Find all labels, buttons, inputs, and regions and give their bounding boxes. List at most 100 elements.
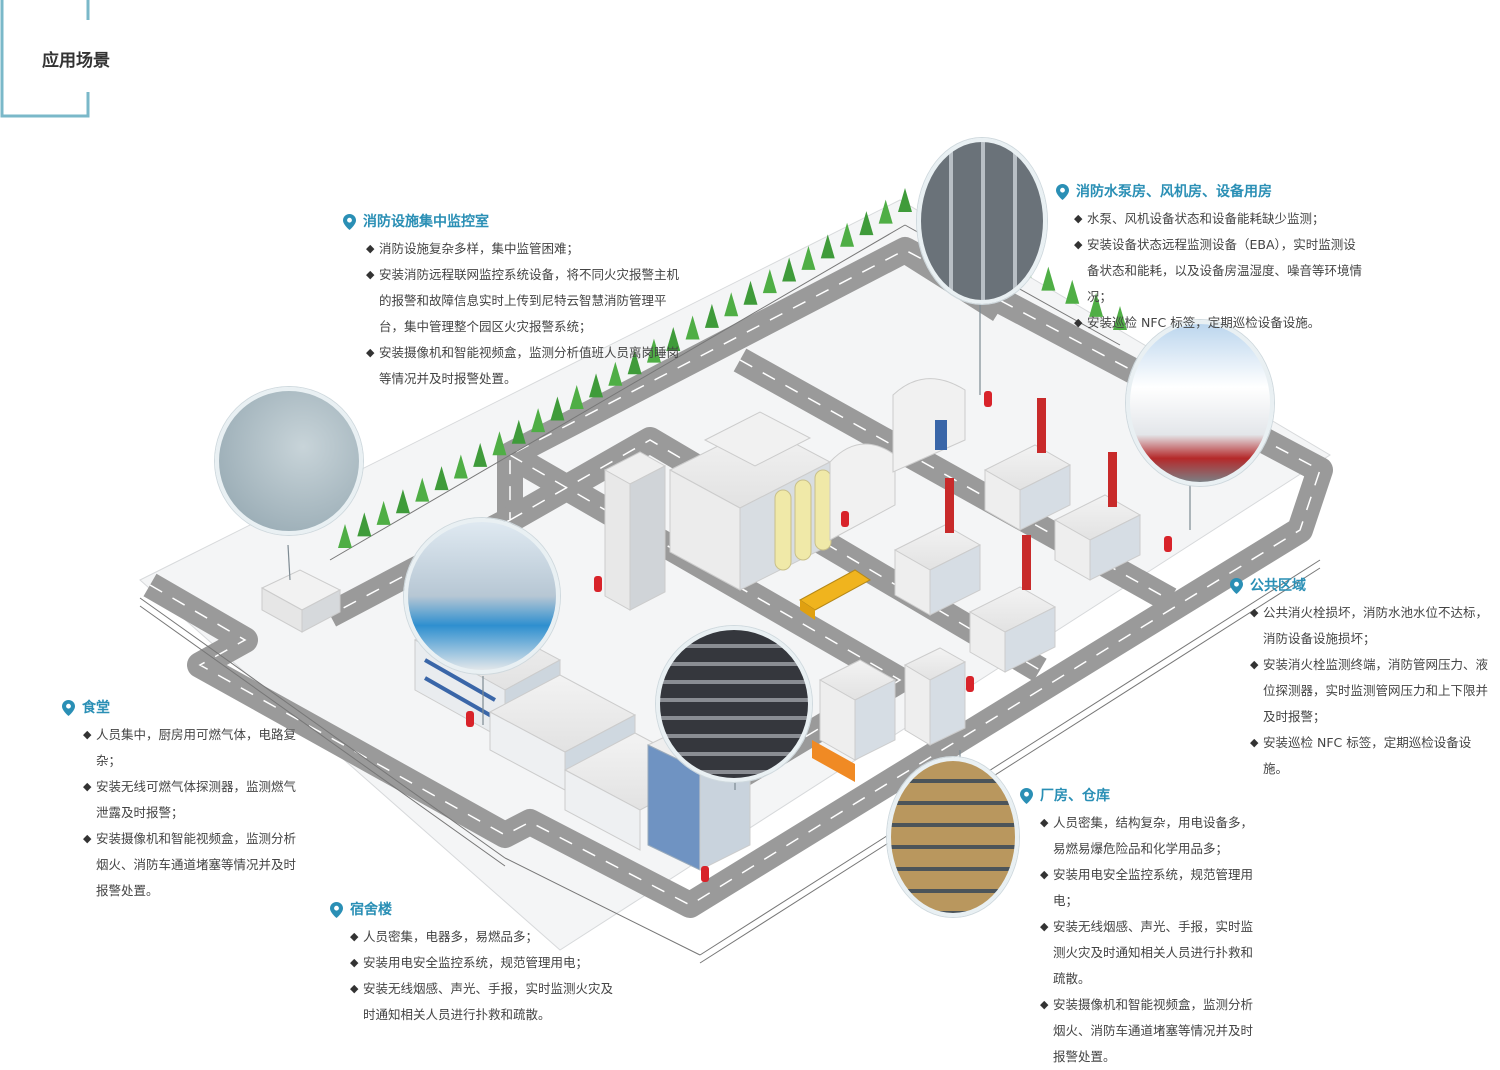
tree bbox=[511, 419, 526, 444]
tree bbox=[782, 257, 797, 282]
callout-pump-room-heading: 消防水泵房、风机房、设备用房 bbox=[1056, 178, 1366, 206]
list-item: ◆安装无线可燃气体探测器，监测燃气泄露及时报警； bbox=[83, 779, 297, 820]
tree bbox=[1089, 292, 1104, 317]
callout-list: ◆人员集中，厨房用可燃气体，电路复杂； ◆安装无线可燃气体探测器，监测燃气泄露及… bbox=[62, 722, 297, 904]
list-item: ◆安装巡检 NFC 标签，定期巡检设备设施。 bbox=[1250, 735, 1472, 776]
location-pin-icon bbox=[330, 902, 343, 918]
callout-public-area-heading: 公共区域 bbox=[1230, 572, 1492, 600]
callout-warehouse: 厂房、仓库 ◆人员密集，结构复杂，用电设备多，易燃易爆危险品和化学用品多； ◆安… bbox=[1020, 782, 1260, 1070]
tree bbox=[1065, 279, 1080, 304]
tanker-truck bbox=[799, 569, 871, 620]
list-item: ◆安装无线烟感、声光、手报，实时监测火灾及时通知相关人员进行扑救和疏散。 bbox=[350, 981, 614, 1022]
workshop-1 bbox=[893, 478, 982, 616]
list-item: ◆安装无线烟感、声光、手报，实时监测火灾及时通知相关人员进行扑救和疏散。 bbox=[1040, 919, 1254, 986]
fire-hydrant bbox=[984, 391, 992, 407]
public-area-photo bbox=[1126, 320, 1274, 486]
callout-canteen: 食堂 ◆人员集中，厨房用可燃气体，电路复杂； ◆安装无线可燃气体探测器，监测燃气… bbox=[62, 694, 297, 904]
page-title: 应用场景 bbox=[42, 51, 110, 71]
location-pin-icon bbox=[1230, 578, 1243, 594]
office-block-1 bbox=[812, 659, 897, 782]
tree bbox=[589, 373, 604, 398]
callout-control-room: 消防设施集中监控室 ◆消防设施复杂多样，集中监管困难； ◆安装消防远程联网监控系… bbox=[343, 208, 688, 392]
guard-house bbox=[260, 569, 342, 633]
callout-list: ◆人员密集，结构复杂，用电设备多，易燃易爆危险品和化学用品多； ◆安装用电安全监… bbox=[1020, 810, 1260, 1070]
list-item: ◆安装摄像机和智能视频盒，监测分析值班人员离岗睡岗等情况并及时报警处置。 bbox=[366, 345, 680, 386]
tree bbox=[1041, 266, 1056, 291]
tree bbox=[395, 489, 410, 514]
tree bbox=[473, 442, 488, 467]
fire-hydrant bbox=[966, 676, 974, 692]
location-pin-icon bbox=[62, 700, 75, 716]
list-item: ◆水泵、风机设备状态和设备能耗缺少监测； bbox=[1074, 211, 1325, 226]
tree bbox=[1113, 306, 1127, 330]
callout-dormitory-heading: 宿舍楼 bbox=[330, 896, 620, 924]
tree bbox=[415, 477, 430, 502]
callout-title: 公共区域 bbox=[1250, 578, 1306, 594]
tree bbox=[685, 315, 700, 340]
tree bbox=[608, 361, 623, 386]
storage-tanks bbox=[774, 469, 832, 571]
tree bbox=[357, 512, 372, 537]
pump-room-photo bbox=[917, 138, 1047, 304]
tree bbox=[646, 338, 661, 363]
callout-canteen-heading: 食堂 bbox=[62, 694, 297, 722]
tree bbox=[898, 188, 912, 212]
warehouse-photo bbox=[887, 757, 1019, 917]
callout-list: ◆人员密集，电器多，易燃品多； ◆安装用电安全监控系统，规范管理用电； ◆安装无… bbox=[330, 924, 620, 1028]
callout-title: 宿舍楼 bbox=[350, 902, 392, 918]
callout-public-area: 公共区域 ◆公共消火栓损坏，消防水池水位不达标，消防设备设施损坏； ◆安装消火栓… bbox=[1230, 572, 1492, 782]
list-item: ◆公共消火栓损坏，消防水池水位不达标，消防设备设施损坏； bbox=[1250, 605, 1489, 646]
tree bbox=[666, 327, 681, 352]
tree bbox=[724, 292, 739, 317]
callout-control-room-heading: 消防设施集中监控室 bbox=[343, 208, 688, 236]
callout-title: 食堂 bbox=[82, 700, 110, 716]
list-item: ◆安装设备状态远程监测设备（EBA），实时监测设备状态和能耗，以及设备房温湿度、… bbox=[1074, 237, 1363, 304]
control-room-photo bbox=[215, 387, 363, 535]
callout-list: ◆消防设施复杂多样，集中监管困难； ◆安装消防远程联网监控系统设备，将不同火灾报… bbox=[343, 236, 688, 392]
tree bbox=[338, 524, 352, 548]
callout-title: 厂房、仓库 bbox=[1040, 788, 1110, 804]
callout-dormitory: 宿舍楼 ◆人员密集，电器多，易燃品多； ◆安装用电安全监控系统，规范管理用电； … bbox=[330, 896, 620, 1028]
fire-hydrant bbox=[594, 576, 602, 592]
workshop-4 bbox=[968, 535, 1057, 673]
callout-list: ◆公共消火栓损坏，消防水池水位不达标，消防设备设施损坏； ◆安装消火栓监测终端，… bbox=[1230, 600, 1492, 782]
fire-hydrant bbox=[466, 711, 474, 727]
list-item: ◆消防设施复杂多样，集中监管困难； bbox=[366, 241, 580, 256]
fire-hydrant bbox=[701, 866, 709, 882]
callout-list: ◆水泵、风机设备状态和设备能耗缺少监测； ◆安装设备状态远程监测设备（EBA），… bbox=[1056, 206, 1366, 336]
callout-pump-room: 消防水泵房、风机房、设备用房 ◆水泵、风机设备状态和设备能耗缺少监测； ◆安装设… bbox=[1056, 178, 1366, 336]
fence bbox=[139, 224, 1321, 964]
tree bbox=[453, 454, 468, 479]
list-item: ◆安装用电安全监控系统，规范管理用电； bbox=[1040, 867, 1254, 908]
tree bbox=[743, 280, 758, 305]
callout-title: 消防水泵房、风机房、设备用房 bbox=[1076, 184, 1272, 200]
location-pin-icon bbox=[1056, 184, 1069, 200]
list-item: ◆安装摄像机和智能视频盒，监测分析烟火、消防车通道堵塞等情况并及时报警处置。 bbox=[83, 831, 297, 898]
tree bbox=[704, 303, 719, 328]
list-item: ◆安装消火栓监测终端，消防管网压力、液位探测器，实时监测管网压力和上下限并及时报… bbox=[1250, 657, 1489, 724]
fire-hydrant bbox=[1164, 536, 1172, 552]
tree bbox=[840, 222, 855, 247]
dormitory-photo bbox=[656, 626, 812, 782]
list-item: ◆安装消防远程联网监控系统设备，将不同火灾报警主机的报警和故障信息实时上传到尼特… bbox=[366, 267, 680, 334]
office-block-2 bbox=[903, 647, 967, 746]
workshop-2 bbox=[983, 398, 1072, 531]
tree bbox=[569, 384, 584, 409]
callout-title: 消防设施集中监控室 bbox=[363, 214, 489, 230]
callout-warehouse-heading: 厂房、仓库 bbox=[1020, 782, 1260, 810]
tree bbox=[550, 396, 565, 421]
location-pin-icon bbox=[343, 214, 356, 230]
tree bbox=[801, 245, 816, 270]
tree bbox=[627, 350, 642, 375]
workshop-3 bbox=[1053, 452, 1142, 581]
list-item: ◆人员密集，结构复杂，用电设备多，易燃易爆危险品和化学用品多； bbox=[1040, 815, 1254, 856]
callout-lines bbox=[287, 300, 1191, 790]
arch-warehouse-2 bbox=[892, 378, 966, 473]
chimney-tower bbox=[603, 451, 667, 611]
fire-hydrant bbox=[841, 511, 849, 527]
tree bbox=[762, 269, 777, 294]
tree bbox=[492, 431, 507, 456]
tree bbox=[820, 234, 835, 259]
tree bbox=[859, 211, 874, 236]
list-item: ◆人员密集，电器多，易燃品多； bbox=[350, 929, 539, 944]
